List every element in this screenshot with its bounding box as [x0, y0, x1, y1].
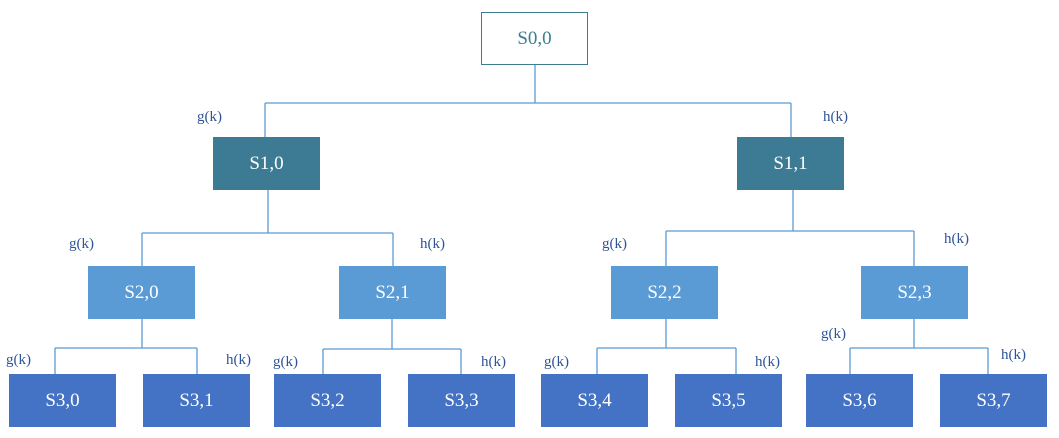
- edge-label-g-s36: g(k): [821, 326, 846, 342]
- edge-label-h-s33: h(k): [481, 354, 506, 370]
- node-s2-0: S2,0: [88, 266, 195, 319]
- edge-label-g-s22: g(k): [602, 236, 627, 252]
- node-s3-2: S3,2: [274, 374, 381, 427]
- node-s3-1: S3,1: [143, 374, 250, 427]
- node-s3-3: S3,3: [408, 374, 515, 427]
- edge-label-h-s35: h(k): [755, 354, 780, 370]
- node-s3-5: S3,5: [675, 374, 782, 427]
- edge-label-h-s21: h(k): [420, 236, 445, 252]
- edge-label-h-s11: h(k): [823, 109, 848, 125]
- node-s3-4: S3,4: [541, 374, 648, 427]
- connector-s23: [849, 319, 989, 374]
- connector-s00: [264, 65, 792, 137]
- node-s3-7: S3,7: [940, 374, 1047, 427]
- edge-label-g-s20: g(k): [69, 236, 94, 252]
- node-s3-0: S3,0: [9, 374, 116, 427]
- edge-label-h-s23: h(k): [944, 231, 969, 247]
- connector-s20: [54, 319, 198, 374]
- edge-label-g-s32: g(k): [273, 354, 298, 370]
- node-s0-0: S0,0: [481, 12, 588, 65]
- node-s2-2: S2,2: [611, 266, 718, 319]
- edge-label-g-s10: g(k): [197, 109, 222, 125]
- connector-s10: [141, 190, 394, 266]
- connector-s21: [322, 319, 462, 374]
- edge-label-g-s30: g(k): [6, 352, 31, 368]
- node-s2-3: S2,3: [861, 266, 968, 319]
- edge-label-h-s31: h(k): [226, 352, 251, 368]
- node-s1-1: S1,1: [737, 137, 844, 190]
- connector-s22: [596, 319, 737, 374]
- connector-s11: [665, 190, 915, 266]
- edge-label-g-s34: g(k): [544, 354, 569, 370]
- node-s3-6: S3,6: [806, 374, 913, 427]
- edge-label-h-s37: h(k): [1001, 347, 1026, 363]
- node-s1-0: S1,0: [213, 137, 320, 190]
- node-s2-1: S2,1: [339, 266, 446, 319]
